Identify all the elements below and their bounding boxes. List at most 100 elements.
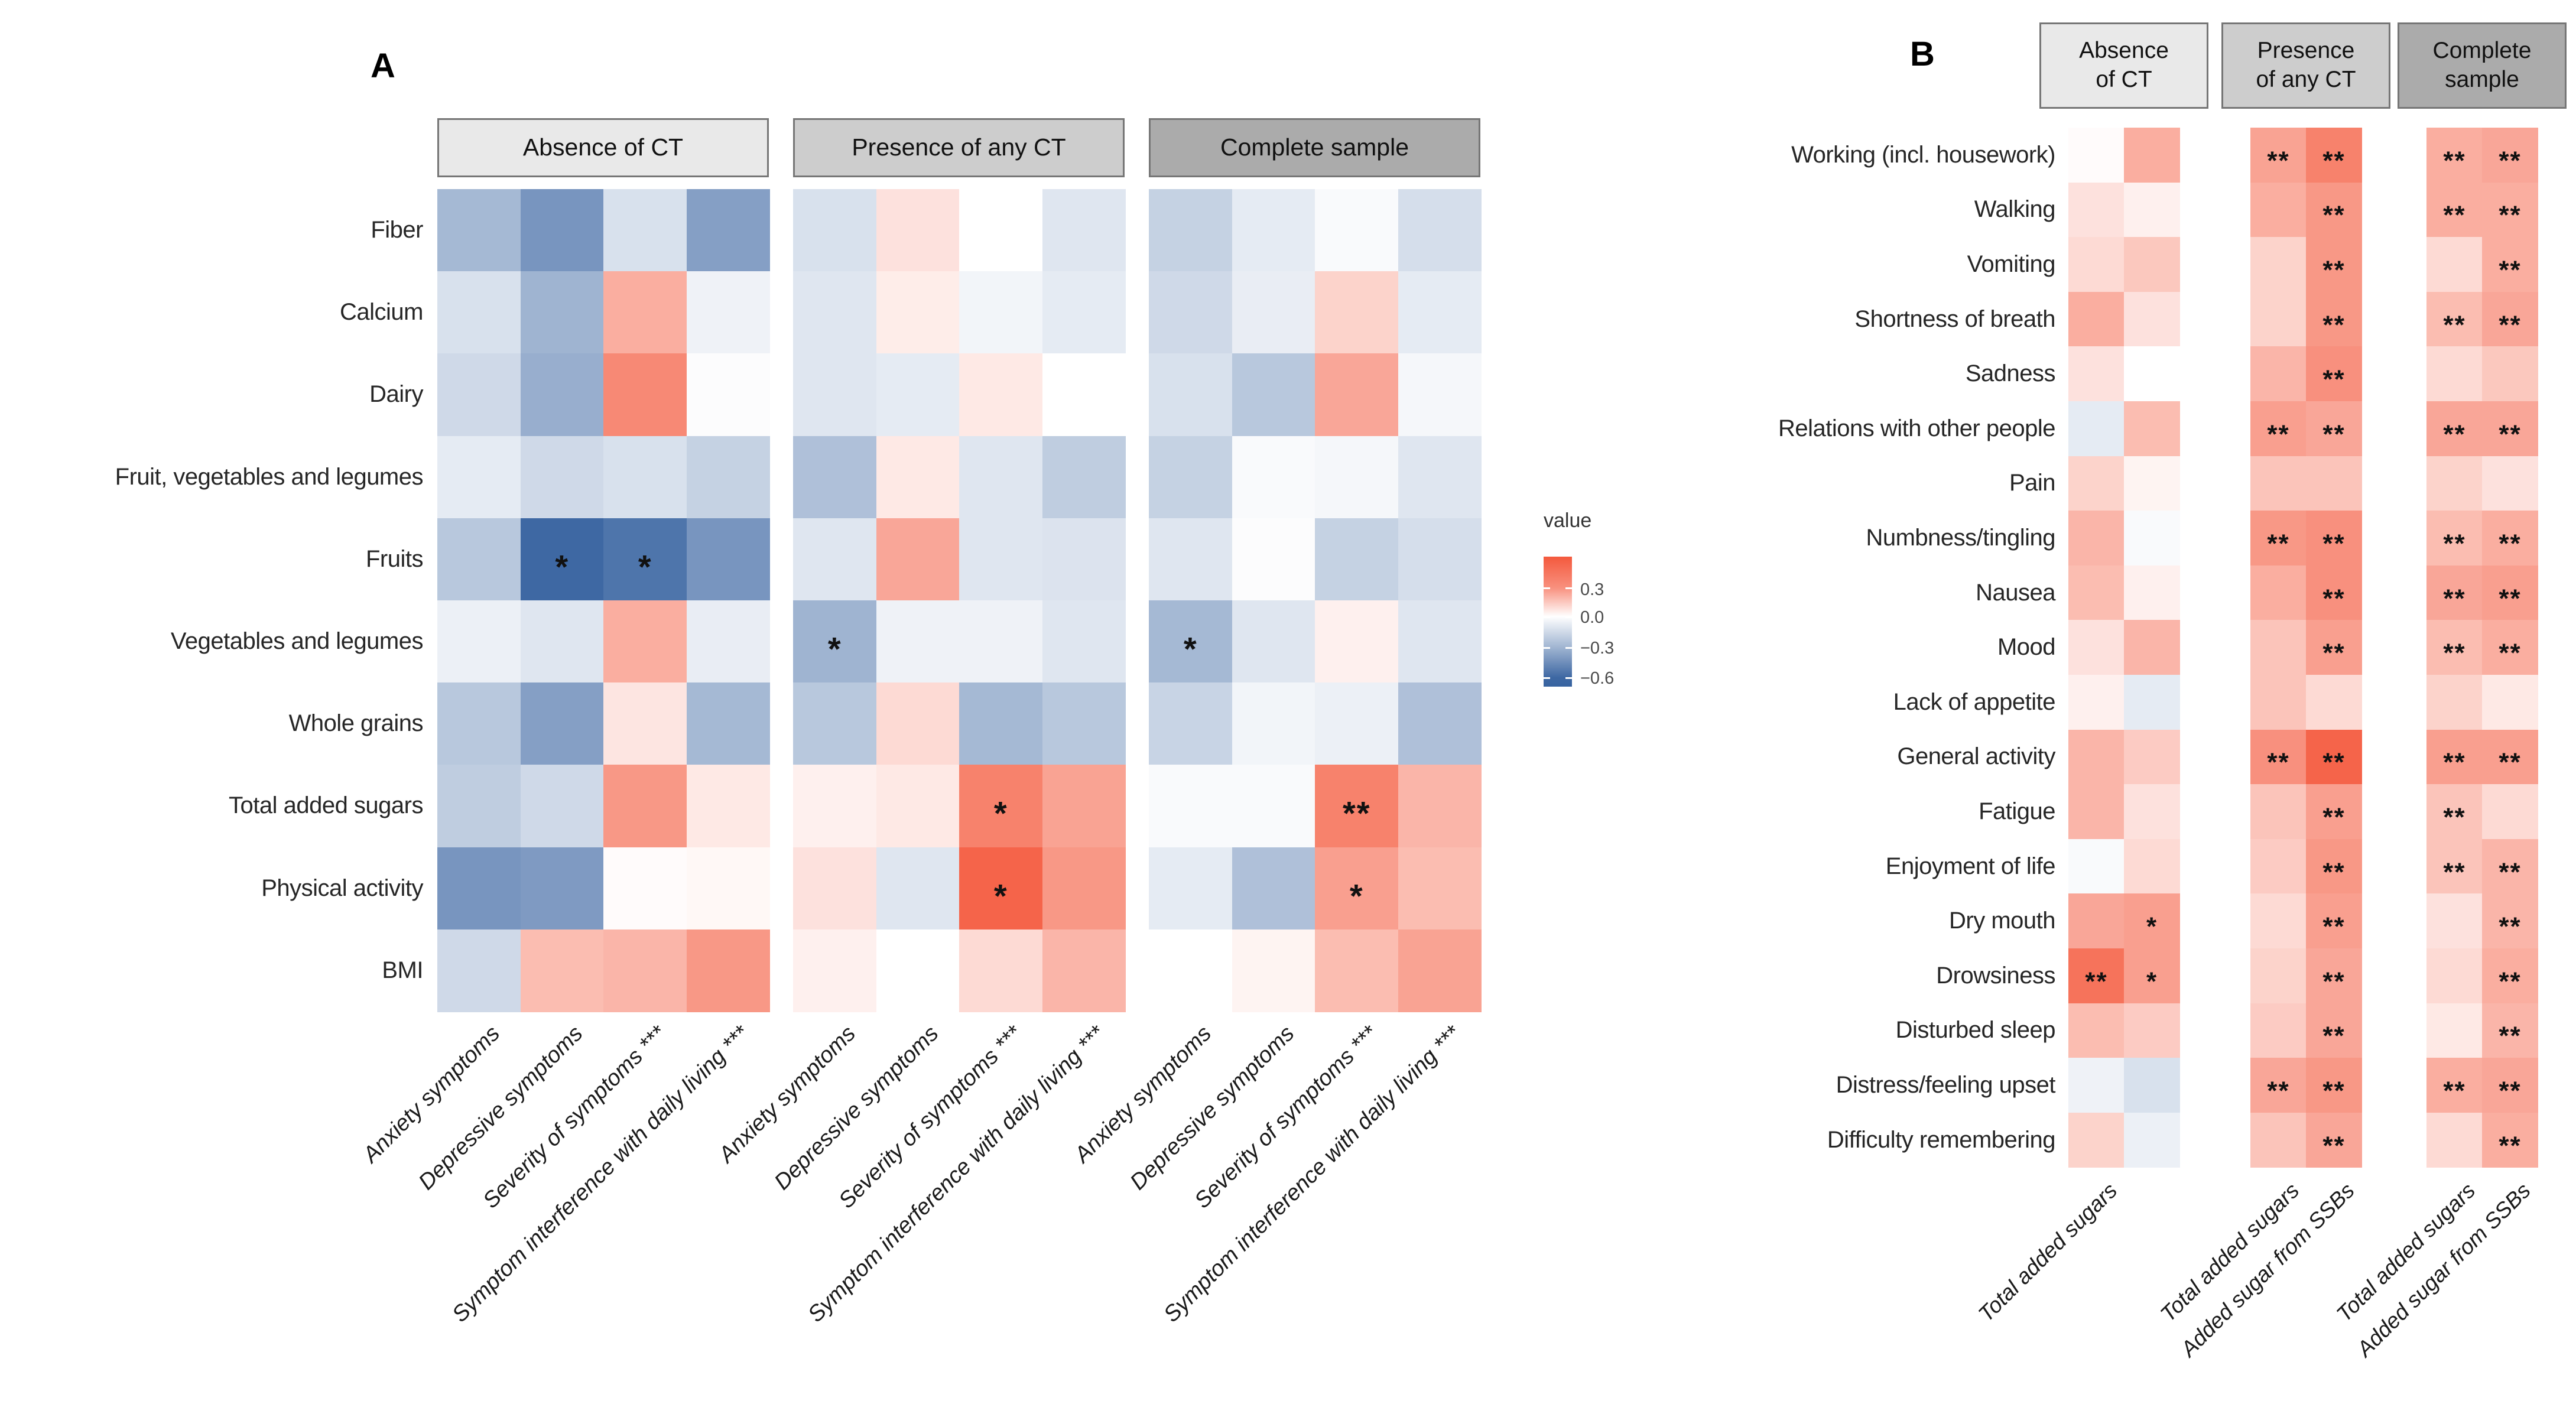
heatmap-cell xyxy=(2124,1003,2180,1059)
significance-stars: * xyxy=(521,518,605,601)
heatmap-cell xyxy=(2306,1058,2362,1113)
heatmap-cell xyxy=(603,436,687,519)
heatmap-cell xyxy=(876,929,960,1012)
heatmap-cell xyxy=(2124,893,2180,949)
row-label: Working (incl. housework) xyxy=(1791,141,2055,168)
significance-stars: ** xyxy=(2426,730,2483,785)
heatmap-cell xyxy=(793,189,877,272)
column-label: Symptom interference with daily living *… xyxy=(803,1021,1110,1328)
legend-tickmark xyxy=(1544,587,1550,589)
significance-stars: * xyxy=(1149,600,1233,683)
heatmap-cell xyxy=(2068,948,2125,1004)
heatmap-cell xyxy=(2124,729,2180,785)
heatmap-cell xyxy=(1232,847,1315,930)
heatmap-cell xyxy=(2482,729,2538,785)
heatmap-cell xyxy=(603,189,687,272)
heatmap-cell xyxy=(2426,346,2483,402)
heatmap-cell xyxy=(959,189,1043,272)
significance-stars: ** xyxy=(2426,566,2483,621)
heatmap-cell xyxy=(437,271,521,355)
heatmap-cell xyxy=(2068,729,2125,785)
significance-stars-text: ** xyxy=(2322,529,2346,558)
significance-stars: ** xyxy=(2306,183,2362,238)
legend-tickmark xyxy=(1544,677,1550,679)
heatmap-cell xyxy=(876,189,960,272)
significance-stars: ** xyxy=(2250,730,2307,785)
significance-stars: ** xyxy=(2306,346,2362,402)
heatmap-cell xyxy=(2250,893,2307,949)
heatmap-cell xyxy=(1315,271,1399,355)
heatmap-cell xyxy=(437,847,521,930)
significance-stars-text: ** xyxy=(2443,584,2466,613)
heatmap-cell xyxy=(1232,682,1315,766)
heatmap-cell xyxy=(1149,189,1233,272)
heatmap-cell xyxy=(2482,1003,2538,1059)
legend-tick-label: −0.3 xyxy=(1580,639,1615,658)
significance-stars-text: ** xyxy=(2499,1131,2522,1161)
heatmap-cell xyxy=(959,929,1043,1012)
heatmap-cell xyxy=(1398,271,1482,355)
significance-stars-text: ** xyxy=(2322,857,2346,887)
significance-stars-text: ** xyxy=(2085,967,2108,996)
heatmap-cell xyxy=(1315,765,1399,848)
heatmap-cell xyxy=(2426,1003,2483,1059)
legend-colorbar xyxy=(1544,557,1572,687)
heatmap-cell xyxy=(2250,675,2307,730)
facet-strip: Complete sample xyxy=(2398,22,2567,109)
color-legend: value 0.3 0.0 −0.3 −0.6 xyxy=(1534,509,1664,710)
row-label: Physical activity xyxy=(261,875,423,901)
heatmap-cell xyxy=(1315,436,1399,519)
facet-strip: Complete sample xyxy=(1149,118,1480,177)
heatmap-cell xyxy=(2426,511,2483,566)
row-label: Lack of appetite xyxy=(1893,688,2056,715)
significance-stars-text: ** xyxy=(2499,1076,2522,1106)
significance-stars-text: ** xyxy=(2499,310,2522,340)
heatmap-cell xyxy=(2250,784,2307,840)
heatmap-cell xyxy=(1315,929,1399,1012)
heatmap-cell xyxy=(2250,237,2307,292)
heatmap-cell xyxy=(520,682,604,766)
significance-stars-text: ** xyxy=(2499,748,2522,778)
heatmap-cell xyxy=(437,518,521,601)
significance-stars: * xyxy=(2124,893,2180,949)
heatmap-cell xyxy=(1232,929,1315,1012)
significance-stars-text: ** xyxy=(2443,529,2466,558)
heatmap-cell xyxy=(2426,291,2483,347)
significance-stars-text: * xyxy=(1349,877,1364,915)
heatmap-cell xyxy=(2124,784,2180,840)
heatmap-cell xyxy=(603,518,687,601)
heatmap-cell xyxy=(2306,620,2362,675)
significance-stars-text: ** xyxy=(2443,638,2466,668)
heatmap-cell xyxy=(2124,620,2180,675)
heatmap-cell xyxy=(2068,675,2125,730)
heatmap-cell xyxy=(2482,128,2538,183)
significance-stars: * xyxy=(959,765,1043,847)
heatmap-cell xyxy=(1149,847,1233,930)
row-label: Drowsiness xyxy=(1936,962,2055,989)
significance-stars-text: * xyxy=(993,877,1008,915)
heatmap-cell xyxy=(2306,729,2362,785)
heatmap-cell xyxy=(1315,600,1399,684)
significance-stars-text: ** xyxy=(2499,146,2522,176)
heatmap-cell xyxy=(603,353,687,437)
heatmap-cell xyxy=(2482,784,2538,840)
row-label: Walking xyxy=(1974,196,2056,223)
heatmap-cell xyxy=(1149,436,1233,519)
heatmap-cell xyxy=(2482,620,2538,675)
heatmap-cell xyxy=(2124,291,2180,347)
significance-stars-text: ** xyxy=(2499,255,2522,285)
significance-stars: ** xyxy=(2482,566,2538,621)
significance-stars: ** xyxy=(2482,128,2538,183)
significance-stars: ** xyxy=(2250,401,2307,457)
heatmap-cell xyxy=(2426,565,2483,621)
heatmap-cell xyxy=(603,765,687,848)
row-label: Total added sugars xyxy=(228,792,424,819)
row-label: BMI xyxy=(382,957,423,983)
significance-stars: * xyxy=(793,600,877,683)
heatmap-cell xyxy=(2306,291,2362,347)
row-label: General activity xyxy=(1897,743,2055,770)
heatmap-cell xyxy=(437,189,521,272)
row-label: Dry mouth xyxy=(1949,908,2056,934)
significance-stars: ** xyxy=(2306,730,2362,785)
significance-stars: ** xyxy=(2306,1113,2362,1168)
